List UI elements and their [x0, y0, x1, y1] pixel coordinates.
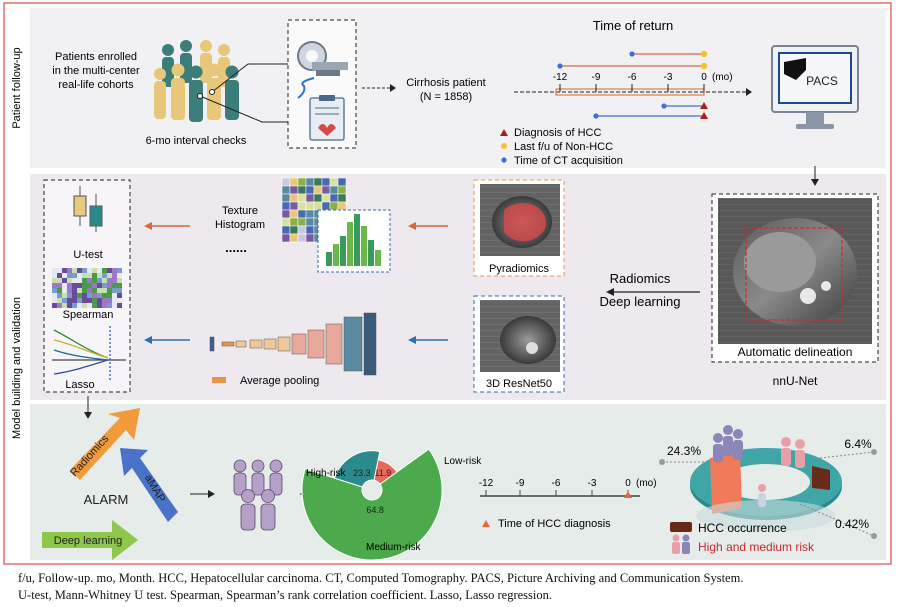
risk-distribution-chart: 11.9 64.8 23.3 [301, 448, 443, 561]
nnunet-label: nnU-Net [773, 374, 818, 388]
caption-line-2: U-test, Mann-Whitney U test. Spearman, S… [18, 588, 552, 602]
population-icon [233, 459, 283, 531]
pct-hcc-in-low: 0.42% [835, 517, 869, 531]
hcc-diagnosis-triangle [482, 520, 490, 527]
timeline-tick-label: -12 [553, 72, 568, 83]
ct-volume-image [480, 300, 560, 372]
legend-ct-time: Time of CT acquisition [514, 155, 623, 167]
timeline-unit-label: (mo) [712, 72, 733, 83]
validation-timeline: -12 -9 -6 -3 0 (mo) [479, 478, 657, 498]
validation-tick-label: -6 [552, 478, 561, 489]
enrolled-line-3: real-life cohorts [58, 79, 134, 91]
auto-delineation-label: Automatic delineation [738, 345, 853, 359]
last-fu-marker [501, 143, 507, 149]
average-pooling-label: Average pooling [240, 375, 319, 387]
hcc-occurrence-swatch [670, 522, 692, 532]
timeline-tick-label: -3 [664, 72, 673, 83]
deep-learning-method-label: Deep learning [600, 294, 681, 309]
enrolled-line-1: Patients enrolled [55, 51, 137, 63]
enrolled-line-2: in the multi-center [52, 65, 140, 77]
validation-tick-label: 0 [625, 478, 631, 489]
heatmap-icon [52, 268, 122, 308]
donut-annotations: 24.3% 6.4% 0.42% [659, 437, 877, 539]
risk-value-label: 11.9 [374, 468, 391, 478]
followup-section-label: Patient follow-up [11, 47, 23, 128]
radiomics-method-label: Radiomics [610, 271, 671, 286]
hcc-diagnosis-label: Time of HCC diagnosis [498, 518, 611, 530]
alarm-cycle-graphic [42, 408, 178, 560]
resnet-label: 3D ResNet50 [486, 378, 552, 390]
histogram-icon [326, 214, 381, 266]
pct-high-medium: 24.3% [667, 444, 701, 458]
cirrhosis-label: Cirrhosis patient [406, 77, 485, 89]
connector-ct [199, 95, 288, 123]
validation-tick-label: -3 [588, 478, 597, 489]
cirrhosis-count: (N = 1858) [420, 91, 472, 103]
risk-labels: High-risk Low-risk Medium-risk [306, 456, 482, 553]
legend-hcc-diagnosis: Diagnosis of HCC [514, 127, 601, 139]
cnn-pooling-icon [209, 312, 377, 376]
medium-risk-label: Medium-risk [366, 542, 421, 553]
hcc-diagnosis-marker [500, 129, 508, 136]
average-pooling-swatch [212, 377, 226, 383]
ct-scanner-icon [297, 41, 348, 76]
validation-tick-label: -9 [516, 478, 525, 489]
texture-label: Texture [222, 205, 258, 217]
risk-slice [301, 448, 443, 561]
alarm-label: ALARM [84, 492, 129, 507]
ct-liver-segmented-image [480, 184, 560, 256]
ct-time-marker [501, 157, 507, 163]
spearman-label: Spearman [63, 309, 114, 321]
high-medium-risk-swatch [672, 534, 690, 554]
followup-timeline: -12 -9 -6 -3 0 (mo) [514, 50, 752, 119]
lasso-label: Lasso [65, 379, 94, 391]
model-section-label: Model building and validation [11, 297, 23, 439]
timeline-tick-label: -9 [592, 72, 601, 83]
medical-report-icon [297, 77, 345, 141]
pacs-label: PACS [806, 74, 838, 88]
legend-last-fu: Last f/u of Non-HCC [514, 141, 613, 153]
pyradiomics-label: Pyradiomics [489, 263, 549, 275]
people-on-donut-icon [713, 425, 805, 507]
timeline-legend: Diagnosis of HCC Last f/u of Non-HCC Tim… [500, 127, 623, 167]
pct-hcc-in-risk: 6.4% [844, 437, 872, 451]
connector-mri [211, 63, 288, 93]
validation-hcc-marker [624, 491, 632, 498]
ellipsis-label: ...... [225, 240, 247, 255]
timeline-tick-label: 0 [701, 72, 707, 83]
histogram-label: Histogram [215, 219, 265, 231]
validation-unit-label: (mo) [636, 478, 657, 489]
hcc-occurrence-label: HCC occurrence [698, 521, 787, 535]
time-of-return-title: Time of return [593, 18, 673, 33]
patients-crowd-icon [154, 40, 239, 122]
interval-checks-label: 6-mo interval checks [146, 135, 247, 147]
lasso-path-icon [52, 326, 126, 380]
risk-slice [333, 450, 381, 488]
timeline-tick-label: -6 [628, 72, 637, 83]
risk-value-label: 64.8 [366, 505, 384, 515]
enrolled-text: Patients enrolled in the multi-center re… [52, 51, 140, 91]
outer-frame [3, 2, 892, 565]
risk-value-label: 23.3 [353, 468, 371, 478]
validation-tick-label: -12 [479, 478, 494, 489]
utest-label: U-test [73, 249, 102, 261]
high-risk-label: High-risk [306, 468, 346, 479]
low-risk-label: Low-risk [444, 456, 482, 467]
pacs-monitor-icon [771, 45, 859, 129]
alarm-deep-learning-label: Deep learning [54, 535, 123, 547]
hcc-occurrence-donut [690, 448, 842, 532]
boxplot-icon [73, 186, 103, 232]
caption-line-1: f/u, Follow-up. mo, Month. HCC, Hepatoce… [18, 571, 744, 585]
high-medium-risk-label: High and medium risk [698, 540, 815, 554]
ct-abdomen-image [718, 198, 872, 344]
roi-box [745, 227, 843, 321]
